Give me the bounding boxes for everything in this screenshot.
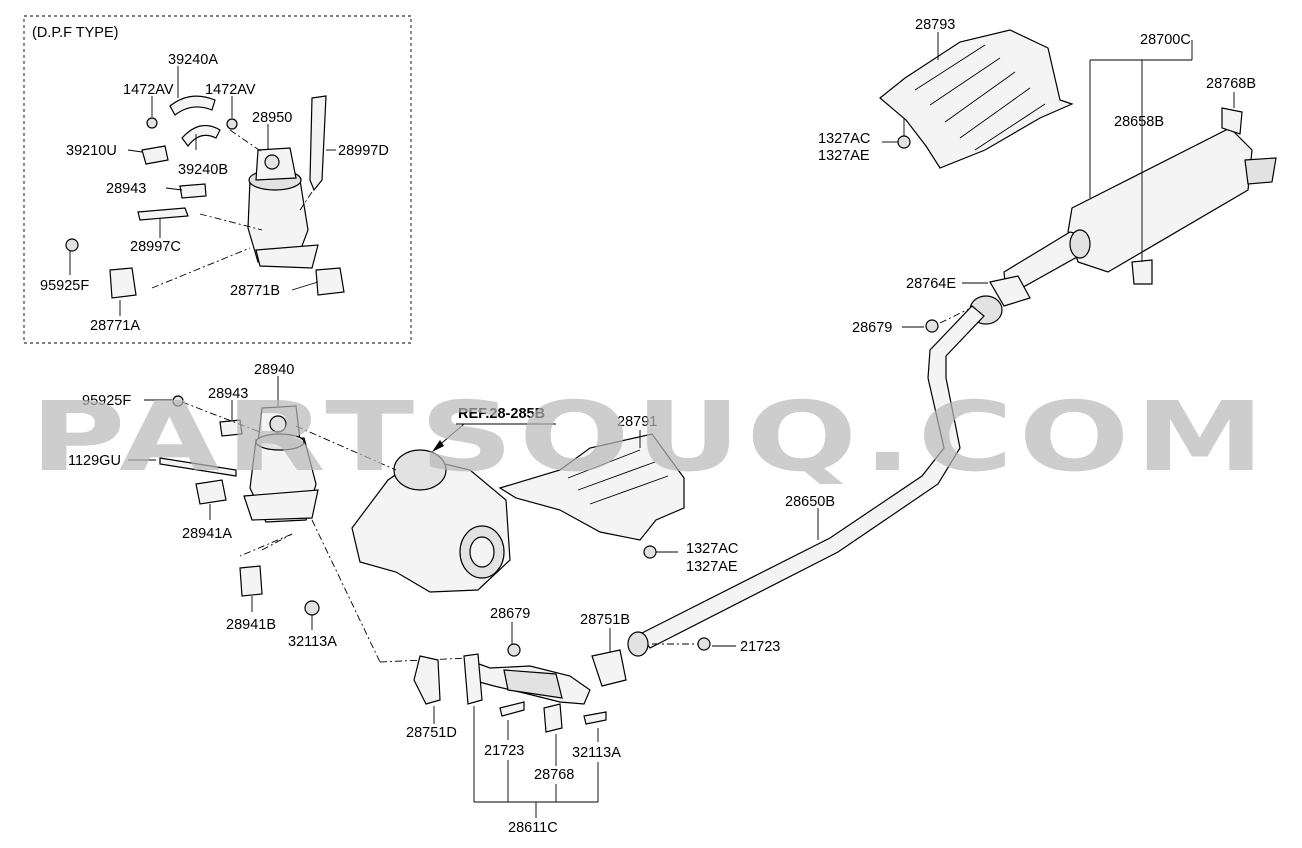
label-1327AC-top: 1327AC [818, 131, 870, 147]
label-28941A: 28941A [182, 526, 232, 542]
inset-hoses [65, 95, 345, 299]
label-21723-right: 21723 [740, 639, 780, 655]
converter-fasteners [159, 395, 320, 616]
converter-leaders [128, 376, 469, 663]
label-28793: 28793 [915, 17, 955, 33]
label-28611C: 28611C [508, 820, 558, 836]
heat-shield-28793 [879, 29, 1074, 169]
label-28997D: 28997D [338, 143, 389, 159]
label-1327AC-mid: 1327AC [686, 541, 738, 557]
turbocharger-reference [351, 449, 511, 593]
label-1327AE-top: 1327AE [818, 148, 870, 164]
label-39240A: 39240A [168, 52, 218, 68]
heat-shield-28791 [498, 433, 685, 541]
watermark: PARTSOUQ.COM [30, 381, 1270, 493]
reference-label: REF.28-285B [458, 406, 545, 422]
label-28941B: 28941B [226, 617, 276, 633]
label-28940: 28940 [254, 362, 294, 378]
label-28771B: 28771B [230, 283, 280, 299]
label-28771A: 28771A [90, 318, 140, 334]
arrow-reference-head [432, 440, 444, 452]
label-28751D: 28751D [406, 725, 457, 741]
front-pipe-leaders [433, 622, 736, 818]
label-1472AV-1: 1472AV [123, 82, 174, 98]
label-95925F-inset: 95925F [40, 278, 89, 294]
label-1129GU: 1129GU [68, 453, 121, 469]
label-28658B: 28658B [1114, 114, 1164, 130]
front-pipe-28611C [413, 637, 711, 733]
label-28943-inset: 28943 [106, 181, 146, 197]
label-28791: 28791 [617, 414, 657, 430]
label-32113A-left: 32113A [288, 634, 337, 650]
label-28650B: 28650B [785, 494, 835, 510]
label-28679-top: 28679 [852, 320, 892, 336]
label-32113A-bottom: 32113A [572, 745, 621, 761]
inset-leaders [69, 66, 336, 316]
label-95925F: 95925F [82, 393, 131, 409]
label-39240B: 39240B [178, 162, 228, 178]
catalytic-converter-28940 [243, 405, 319, 523]
inset-catalytic-converter [247, 147, 319, 269]
label-1472AV-2: 1472AV [205, 82, 256, 98]
muffler-28700C [1003, 107, 1277, 293]
label-28997C: 28997C [130, 239, 181, 255]
label-21723-bottom: 21723 [484, 743, 524, 759]
label-28679-mid: 28679 [490, 606, 530, 622]
label-39210U: 39210U [66, 143, 117, 159]
label-28764E: 28764E [906, 276, 956, 292]
dpf-inset-box [23, 15, 412, 344]
nut-1327-mid [643, 545, 657, 559]
label-28943: 28943 [208, 386, 248, 402]
label-28950: 28950 [252, 110, 292, 126]
label-28768B: 28768B [1206, 76, 1256, 92]
label-28700C: 28700C [1140, 32, 1191, 48]
label-28768: 28768 [534, 767, 574, 783]
label-28751B: 28751B [580, 612, 630, 628]
inset-title: (D.P.F TYPE) [32, 25, 118, 41]
center-pipe-28650B [627, 305, 985, 657]
label-1327AE-mid: 1327AE [686, 559, 738, 575]
